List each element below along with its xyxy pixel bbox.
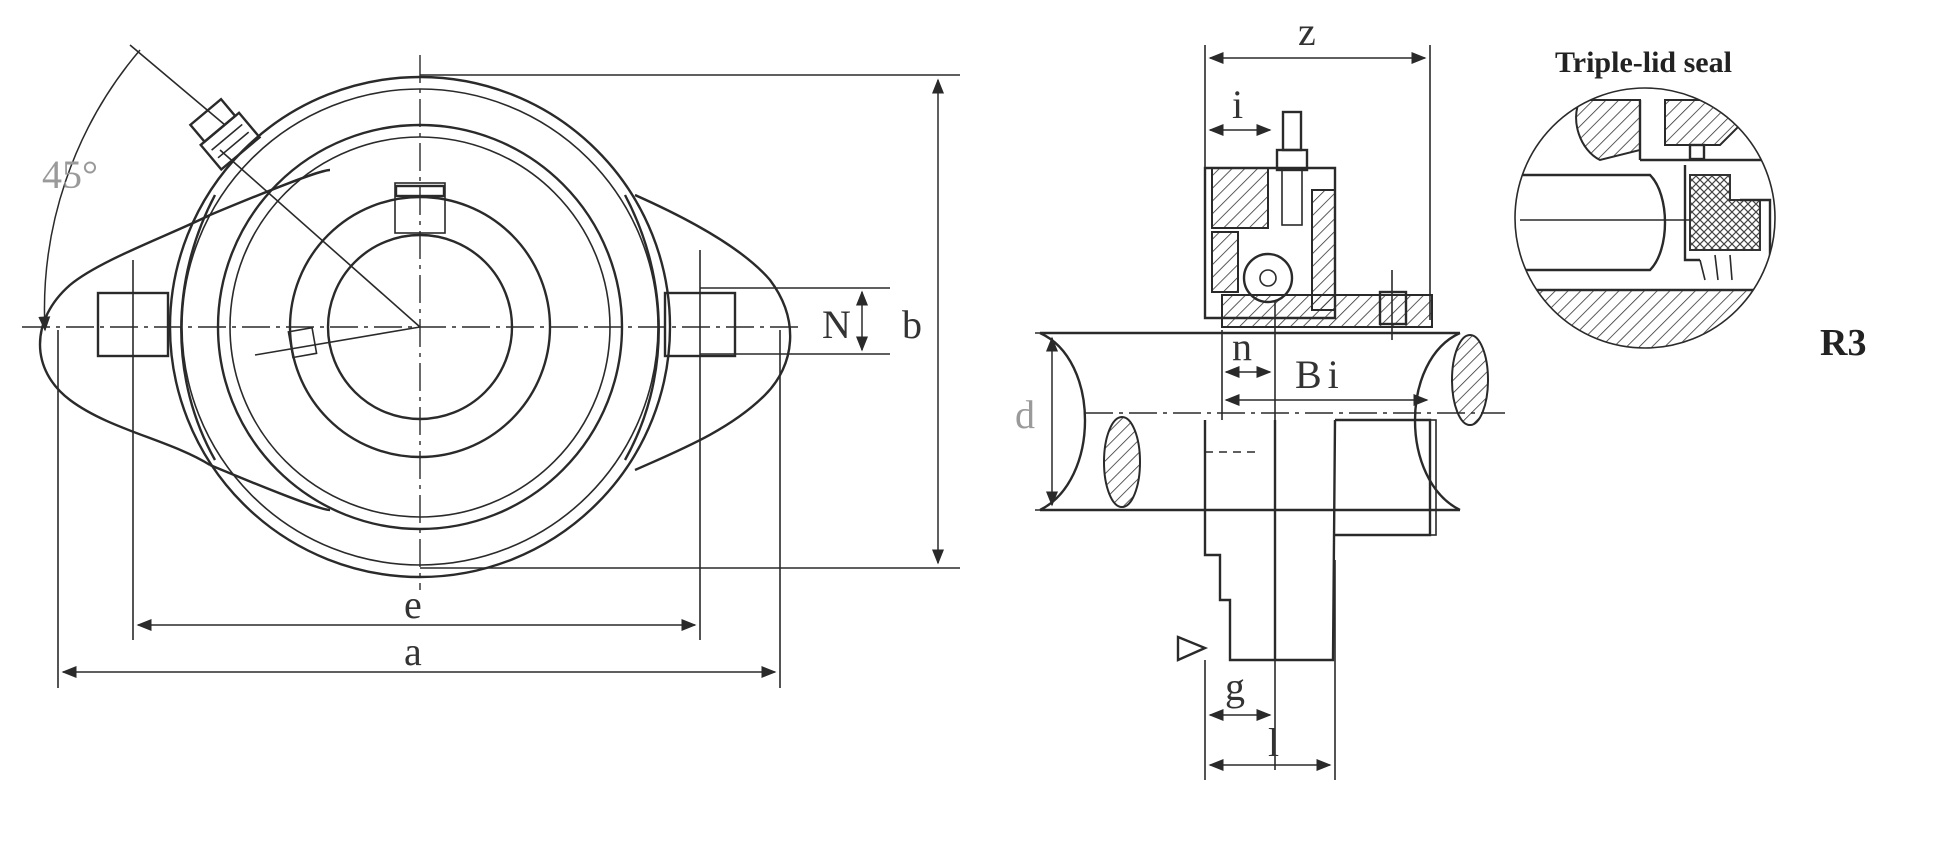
dim-g-label: g <box>1225 664 1245 709</box>
dim-Bi-label: Bi <box>1295 352 1345 397</box>
shaft <box>1040 331 1460 512</box>
dim-l-label: l <box>1268 720 1279 765</box>
inner-ring <box>1221 294 1433 328</box>
dim-a-label: a <box>404 629 422 674</box>
dim-b-label: b <box>902 302 922 347</box>
dim-n-label: n <box>1232 324 1252 369</box>
dim-i-label: i <box>1232 82 1243 127</box>
seal-title: Triple-lid seal <box>1555 46 1732 79</box>
angle-label: 45° <box>42 152 98 197</box>
seal-label: R3 <box>1820 322 1866 364</box>
flange-outline <box>38 213 211 467</box>
dim-z-label: z <box>1298 9 1316 54</box>
seal-detail: Triple-lid seal R3 <box>1514 46 1866 364</box>
dim-N-label: N <box>822 302 851 347</box>
side-view: z i n Bi d g l <box>1015 9 1505 780</box>
dim-d-label: d <box>1015 392 1035 437</box>
grease-nipple <box>188 97 262 172</box>
front-view: 45° N b e a <box>22 44 960 688</box>
ball <box>1242 252 1294 304</box>
dim-e-label: e <box>404 582 422 627</box>
